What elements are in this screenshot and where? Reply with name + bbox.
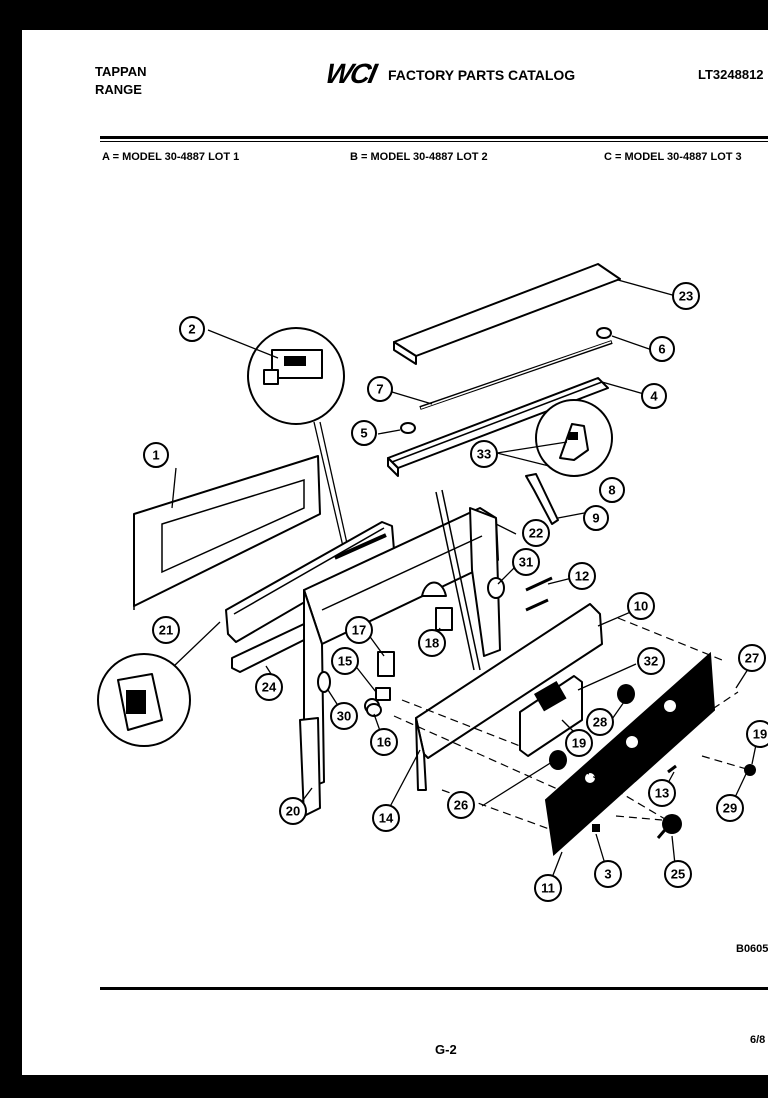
page-date: 6/8 (750, 1034, 766, 1046)
model-a-label: A = MODEL 30-4887 LOT 1 (102, 151, 240, 163)
svg-text:11: 11 (541, 881, 555, 896)
callout-15: 15 (331, 647, 359, 675)
catalog-title: FACTORY PARTS CATALOG (388, 67, 576, 83)
svg-text:4: 4 (650, 389, 658, 404)
callout-6: 6 (649, 336, 675, 362)
page-number: G-2 (435, 1042, 457, 1057)
header-rule-thin (100, 141, 768, 142)
callout-4: 4 (641, 383, 667, 409)
svg-text:19: 19 (572, 736, 586, 751)
svg-text:18: 18 (425, 636, 439, 651)
svg-text:17: 17 (352, 623, 366, 638)
svg-text:19: 19 (753, 727, 767, 742)
part-top-trim (393, 263, 621, 365)
callout-9: 9 (583, 505, 609, 531)
callout-3: 3 (594, 860, 622, 888)
svg-text:5: 5 (360, 426, 367, 441)
callout-21: 21 (152, 616, 180, 644)
callout-31: 31 (512, 548, 540, 576)
callout-20: 20 (279, 797, 307, 825)
callout-26: 26 (447, 791, 475, 819)
callout-2: 2 (179, 316, 205, 342)
model-b-label: B = MODEL 30-4887 LOT 2 (350, 151, 488, 163)
svg-text:31: 31 (519, 555, 533, 570)
svg-text:29: 29 (723, 801, 737, 816)
part-clip-right (596, 327, 612, 339)
callout-13: 13 (648, 779, 676, 807)
svg-text:28: 28 (593, 715, 607, 730)
callout-25: 25 (664, 860, 692, 888)
footer-rule (100, 987, 768, 990)
svg-text:27: 27 (745, 651, 759, 666)
svg-text:1: 1 (152, 448, 159, 463)
svg-text:24: 24 (262, 680, 277, 695)
model-c-label: C = MODEL 30-4887 LOT 3 (604, 151, 742, 163)
svg-text:26: 26 (454, 798, 468, 813)
exploded-parts-diagram: 1 2 23 6 7 4 5 33 8 9 22 31 12 10 21 17 … (97, 263, 768, 902)
part-main-frame (299, 507, 501, 817)
callout-23: 23 (672, 282, 700, 310)
part-channel-rail (387, 377, 609, 477)
svg-text:7: 7 (376, 382, 383, 397)
svg-text:6: 6 (658, 342, 665, 357)
callout-16: 16 (370, 728, 398, 756)
callout-27: 27 (738, 644, 766, 672)
svg-text:22: 22 (529, 526, 543, 541)
callout-30: 30 (330, 702, 358, 730)
svg-text:33: 33 (477, 447, 491, 462)
callout-7: 7 (367, 376, 393, 402)
svg-text:9: 9 (592, 511, 599, 526)
callout-11: 11 (534, 874, 562, 902)
callout-12: 12 (568, 562, 596, 590)
callout-18: 18 (418, 629, 446, 657)
callout-32: 32 (637, 647, 665, 675)
callout-17: 17 (345, 616, 373, 644)
svg-text:20: 20 (286, 804, 300, 819)
svg-text:3: 3 (604, 867, 611, 882)
callout-14: 14 (372, 804, 400, 832)
svg-text:10: 10 (634, 599, 648, 614)
callout-1: 1 (143, 442, 169, 468)
svg-text:32: 32 (644, 654, 658, 669)
callout-8: 8 (599, 477, 625, 503)
callout-19-right: 19 (746, 720, 768, 748)
part-glass-panel (133, 455, 321, 610)
wci-logo: WCI (322, 58, 378, 89)
catalog-page: 1 2 23 6 7 4 5 33 8 9 22 31 12 10 21 17 … (22, 30, 768, 1075)
callout-29: 29 (716, 794, 744, 822)
callout-19-center: 19 (565, 729, 593, 757)
callout-5: 5 (351, 420, 377, 446)
callout-33: 33 (470, 440, 498, 468)
svg-text:13: 13 (655, 786, 669, 801)
svg-text:14: 14 (379, 811, 394, 826)
brand-line-1: TAPPAN (95, 64, 147, 79)
callout-22: 22 (522, 519, 550, 547)
diagram-code: B0605 (736, 943, 768, 955)
part-control-panel-black (544, 651, 716, 856)
svg-text:23: 23 (679, 289, 693, 304)
svg-text:15: 15 (338, 654, 352, 669)
callout-28-upper: 28 (586, 708, 614, 736)
callout-10: 10 (627, 592, 655, 620)
svg-text:21: 21 (159, 623, 173, 638)
brand-line-2: RANGE (95, 82, 142, 97)
part-control-backplate (415, 603, 603, 791)
svg-text:2: 2 (188, 322, 195, 337)
svg-text:12: 12 (575, 569, 589, 584)
document-number: LT3248812 (698, 67, 764, 82)
svg-text:25: 25 (671, 867, 685, 882)
svg-text:16: 16 (377, 735, 391, 750)
callout-24: 24 (255, 673, 283, 701)
svg-text:8: 8 (608, 483, 615, 498)
header-rule-thick (100, 136, 768, 139)
svg-text:30: 30 (337, 709, 351, 724)
